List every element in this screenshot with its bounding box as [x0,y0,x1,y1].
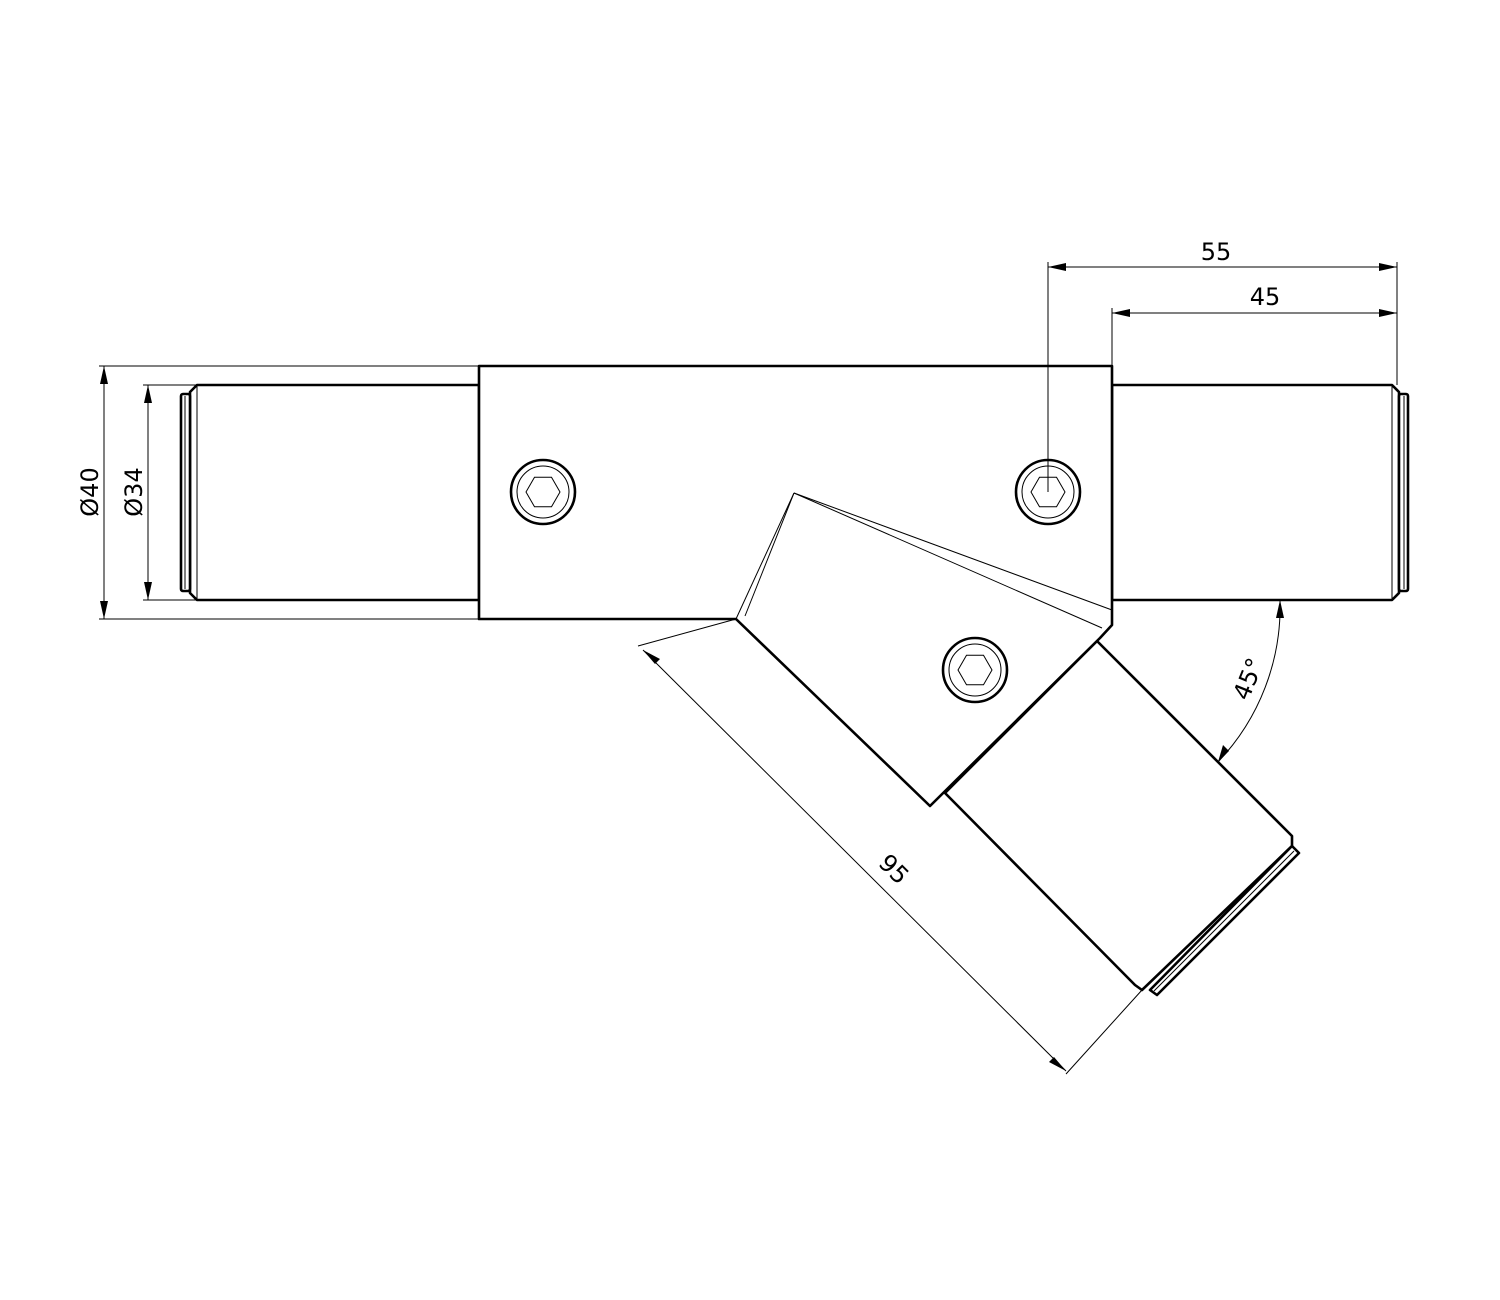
svg-text:55: 55 [1201,238,1232,266]
connector-body [477,364,1114,808]
dimension-45: 45 [1111,283,1397,366]
hex-socket-bolt-icon [509,458,577,526]
svg-text:45: 45 [1250,283,1281,311]
hex-socket-bolt-icon [941,636,1009,704]
svg-text:Ø34: Ø34 [120,467,148,516]
dimension-outer-diameter: Ø40 [76,365,479,620]
svg-text:95: 95 [873,849,914,890]
svg-text:Ø40: Ø40 [76,467,104,516]
svg-text:45°: 45° [1228,654,1270,704]
dimension-inner-diameter: Ø34 [120,384,197,601]
dimension-angle: 45° [1217,599,1284,763]
left-pipe [179,383,481,602]
dimension-55: 55 [1047,238,1398,492]
right-pipe [1110,383,1410,602]
